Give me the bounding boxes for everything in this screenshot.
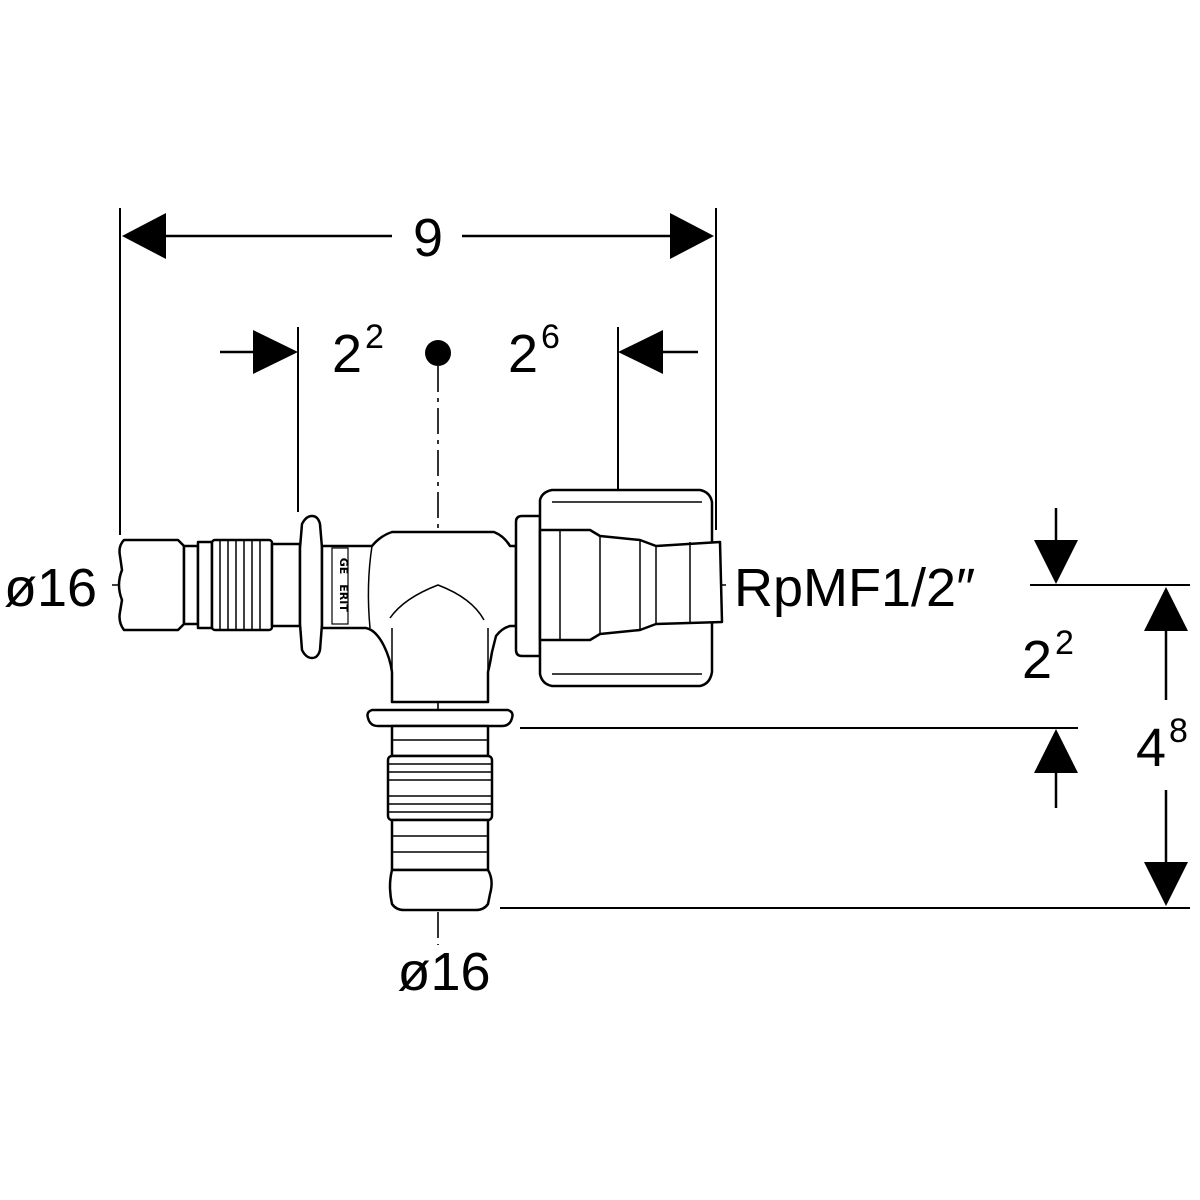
arrowhead: [253, 330, 298, 374]
arrowhead-right: [670, 213, 714, 259]
right-threaded-union: [514, 488, 724, 688]
right-offset-label: 26: [508, 318, 560, 384]
right-connection-label: RpMF1/2″: [734, 558, 975, 618]
outlet-height-label: 22: [1022, 624, 1074, 690]
dimension-axis-offsets: 22 26: [220, 318, 698, 522]
brand-stamp-area: [331, 547, 349, 625]
dimension-overall-length: 9: [119, 208, 717, 535]
arrowhead: [1034, 540, 1078, 584]
bottom-press-end: [366, 708, 514, 912]
brand-stamp-left: GE: [337, 558, 350, 575]
tee-fitting: GE ERIT: [117, 488, 724, 912]
dimension-total-height: 48: [1136, 587, 1188, 906]
arrowhead: [618, 330, 663, 374]
arrowhead-left: [122, 213, 166, 259]
arrowhead-top: [1144, 587, 1188, 631]
arrowhead-bottom: [1144, 862, 1188, 906]
left-offset-label: 22: [332, 318, 384, 384]
bottom-connection-label: ø16: [397, 942, 490, 1002]
left-press-end: [117, 514, 324, 660]
arrowhead: [1034, 729, 1078, 773]
overall-length-label: 9: [413, 208, 443, 268]
axis-marker-dot: [425, 340, 451, 366]
left-connection-label: ø16: [4, 558, 97, 618]
dimension-outlet-height: 22: [500, 508, 1190, 909]
brand-stamp-right: ERIT: [337, 584, 350, 612]
total-height-label: 48: [1136, 712, 1188, 778]
tee-body: [320, 530, 518, 704]
